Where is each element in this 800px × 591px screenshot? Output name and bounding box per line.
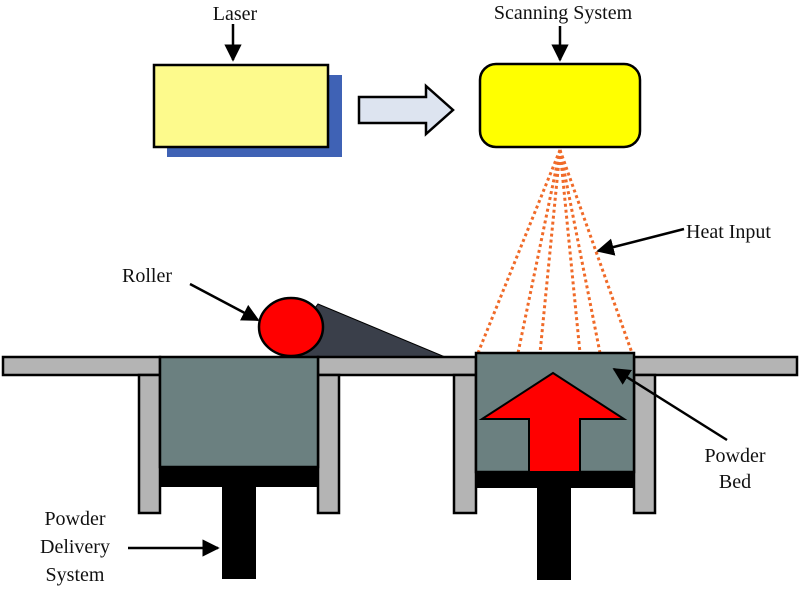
roller-arrow — [189, 282, 260, 322]
build-piston-plate — [476, 472, 634, 488]
heat-input-label: Heat Input — [686, 221, 771, 243]
heat-beam — [516, 149, 562, 354]
build-wall-right — [632, 373, 657, 515]
laser-box — [152, 63, 330, 149]
build-piston-rod — [537, 488, 571, 580]
heat-beams — [476, 149, 634, 354]
heat-beam — [558, 149, 582, 354]
scanning-system-label: Scanning System — [494, 2, 633, 24]
powder-delivery-label-line1: Powder — [44, 508, 105, 530]
build-wall-left — [452, 373, 478, 515]
build-up-arrow-icon — [478, 371, 628, 473]
delivery-wall-right — [316, 373, 341, 515]
heat-beam — [558, 149, 602, 354]
powder-delivery-label-line2: Delivery — [40, 536, 110, 558]
heat-beam — [476, 149, 562, 354]
heat-input-arrow — [596, 227, 685, 256]
delivery-piston-rod — [222, 487, 256, 579]
table-top-middle — [316, 355, 478, 377]
delivery-piston-plate — [160, 467, 318, 487]
laser-label: Laser — [213, 3, 258, 25]
delivery-wall-left — [137, 373, 162, 515]
powder-bed-label-line1: Powder — [704, 445, 765, 467]
roller — [257, 296, 325, 358]
delivery-powder — [158, 355, 320, 469]
table-top-left — [1, 355, 162, 377]
transfer-arrow-icon — [357, 83, 455, 137]
table-top-right — [632, 355, 799, 377]
scanning-system-box — [478, 62, 642, 149]
powder-delivery-label-line3: System — [46, 564, 105, 586]
roller-label: Roller — [122, 265, 172, 287]
powder-bed-arrow — [612, 367, 728, 442]
heat-beam — [538, 149, 562, 354]
powder-bed-label-line2: Bed — [719, 471, 751, 493]
